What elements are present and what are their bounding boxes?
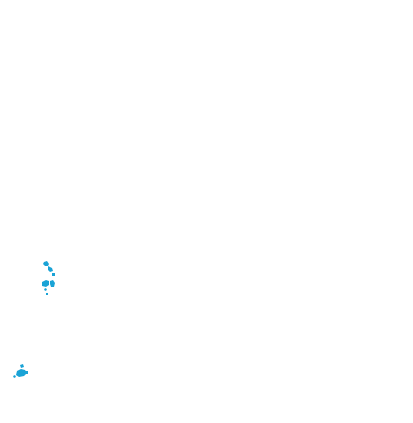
- island: [52, 273, 55, 276]
- island: [46, 293, 48, 295]
- island: [20, 364, 24, 368]
- island-group-south: [13, 364, 28, 378]
- island-group-north: [42, 261, 55, 295]
- island: [42, 280, 49, 287]
- island: [50, 280, 55, 287]
- island: [48, 266, 53, 272]
- island: [25, 371, 28, 374]
- island: [16, 369, 27, 377]
- island: [44, 288, 47, 291]
- island: [43, 261, 49, 266]
- island: [13, 375, 16, 378]
